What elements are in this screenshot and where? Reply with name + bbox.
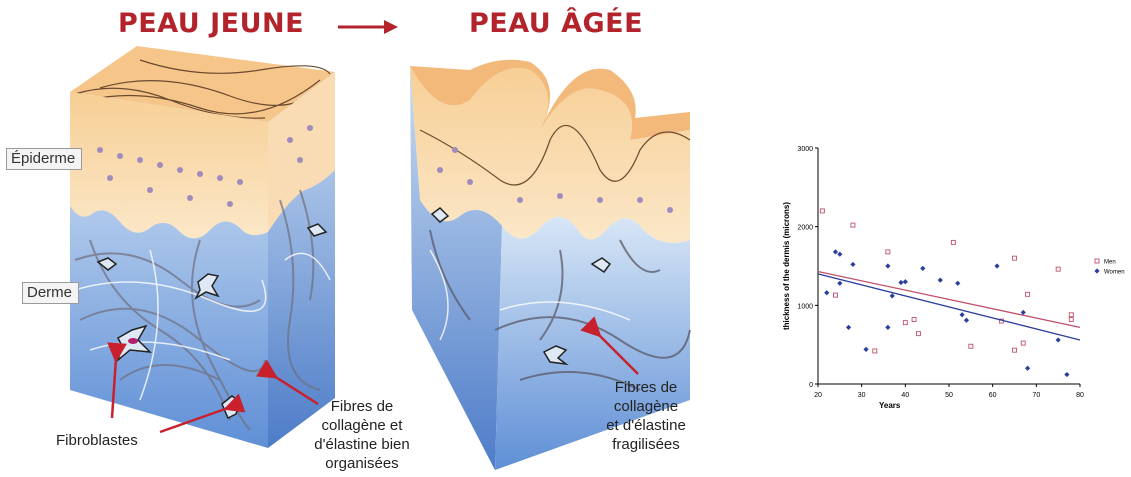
data-point-women bbox=[920, 266, 925, 271]
legend-label-women: Women bbox=[1104, 270, 1125, 276]
data-point-men bbox=[903, 321, 907, 325]
data-point-men bbox=[916, 332, 920, 336]
data-point-men bbox=[851, 223, 855, 227]
x-tick-label: 70 bbox=[1032, 392, 1040, 399]
y-axis-label: thickness of the dermis (microns) bbox=[782, 202, 791, 330]
trend-line-women bbox=[818, 274, 1080, 340]
y-tick-label: 1000 bbox=[797, 303, 813, 310]
data-point-men bbox=[820, 209, 824, 213]
data-point-women bbox=[850, 262, 855, 267]
legend-marker-women bbox=[1094, 268, 1099, 273]
data-point-men bbox=[1069, 313, 1073, 317]
data-point-men bbox=[912, 317, 916, 321]
data-point-women bbox=[837, 252, 842, 257]
data-point-women bbox=[863, 347, 868, 352]
data-point-women bbox=[1056, 337, 1061, 342]
data-point-men bbox=[1021, 341, 1025, 345]
data-point-women bbox=[994, 263, 999, 268]
data-point-men bbox=[951, 240, 955, 244]
data-point-women bbox=[885, 263, 890, 268]
data-point-men bbox=[1026, 292, 1030, 296]
data-point-men bbox=[873, 349, 877, 353]
x-tick-label: 60 bbox=[989, 392, 997, 399]
x-tick-label: 20 bbox=[814, 392, 822, 399]
data-point-men bbox=[969, 344, 973, 348]
data-point-men bbox=[1013, 348, 1017, 352]
data-point-women bbox=[890, 293, 895, 298]
y-tick-label: 0 bbox=[809, 382, 813, 389]
data-point-women bbox=[824, 290, 829, 295]
data-point-women bbox=[885, 325, 890, 330]
data-point-women bbox=[1025, 366, 1030, 371]
data-point-women bbox=[846, 325, 851, 330]
x-axis-label: Years bbox=[879, 401, 901, 410]
trend-line-men bbox=[818, 272, 1080, 328]
data-point-women bbox=[833, 249, 838, 254]
x-tick-label: 40 bbox=[901, 392, 909, 399]
legend-label-men: Men bbox=[1104, 260, 1116, 266]
y-tick-label: 3000 bbox=[797, 146, 813, 153]
data-point-women bbox=[898, 280, 903, 285]
data-point-men bbox=[1069, 317, 1073, 321]
data-point-men bbox=[1056, 267, 1060, 271]
x-tick-label: 30 bbox=[858, 392, 866, 399]
data-point-women bbox=[837, 281, 842, 286]
data-point-women bbox=[938, 278, 943, 283]
x-tick-label: 50 bbox=[945, 392, 953, 399]
legend-marker-men bbox=[1095, 259, 1099, 263]
data-point-women bbox=[964, 318, 969, 323]
data-point-women bbox=[903, 279, 908, 284]
data-point-men bbox=[1013, 256, 1017, 260]
y-tick-label: 2000 bbox=[797, 225, 813, 232]
data-point-men bbox=[886, 250, 890, 254]
x-tick-label: 80 bbox=[1076, 392, 1084, 399]
data-point-women bbox=[1064, 372, 1069, 377]
data-point-women bbox=[960, 312, 965, 317]
data-point-men bbox=[833, 293, 837, 297]
data-point-women bbox=[955, 281, 960, 286]
